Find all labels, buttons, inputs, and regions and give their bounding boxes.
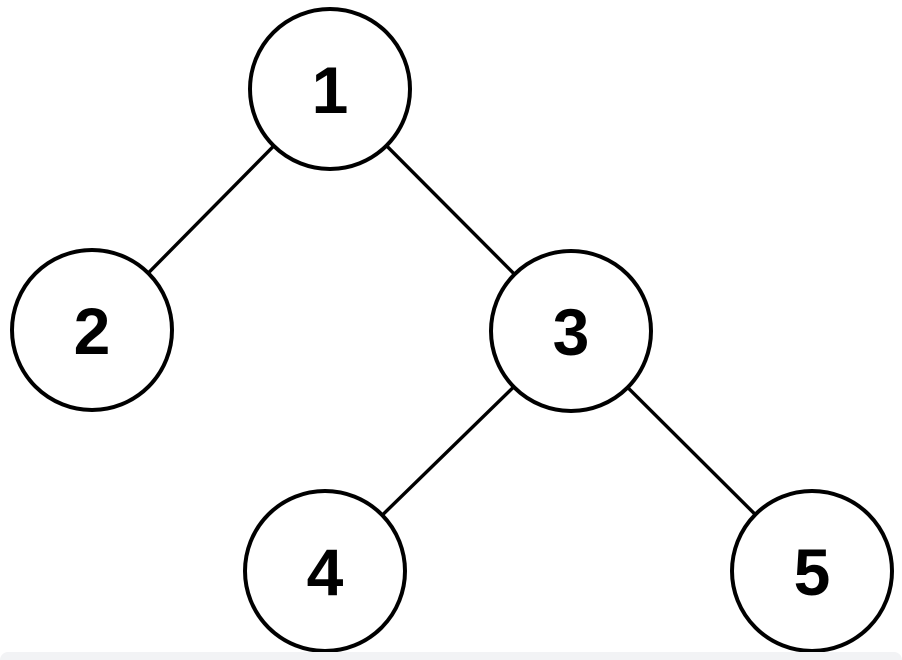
tree-node-5: 5	[730, 489, 894, 653]
tree-node-circle-4	[243, 489, 407, 653]
tree-node-label-1: 1	[312, 53, 349, 127]
tree-node-2: 2	[10, 248, 174, 412]
tree-node-label-2: 2	[74, 294, 111, 368]
tree-node-label-3: 3	[553, 295, 590, 369]
tree-node-3: 3	[489, 249, 653, 413]
tree-node-label-5: 5	[794, 535, 831, 609]
tree-node-circle-2	[10, 248, 174, 412]
tree-node-circle-5	[730, 489, 894, 653]
tree-node-circle-3	[489, 249, 653, 413]
tree-node-4: 4	[243, 489, 407, 653]
tree-nodes: 1 2 3 4 5	[10, 7, 894, 653]
bottom-divider	[0, 652, 902, 660]
tree-node-circle-1	[248, 7, 412, 171]
tree-edges	[90, 87, 814, 573]
tree-node-1: 1	[248, 7, 412, 171]
tree-node-label-4: 4	[307, 535, 344, 609]
